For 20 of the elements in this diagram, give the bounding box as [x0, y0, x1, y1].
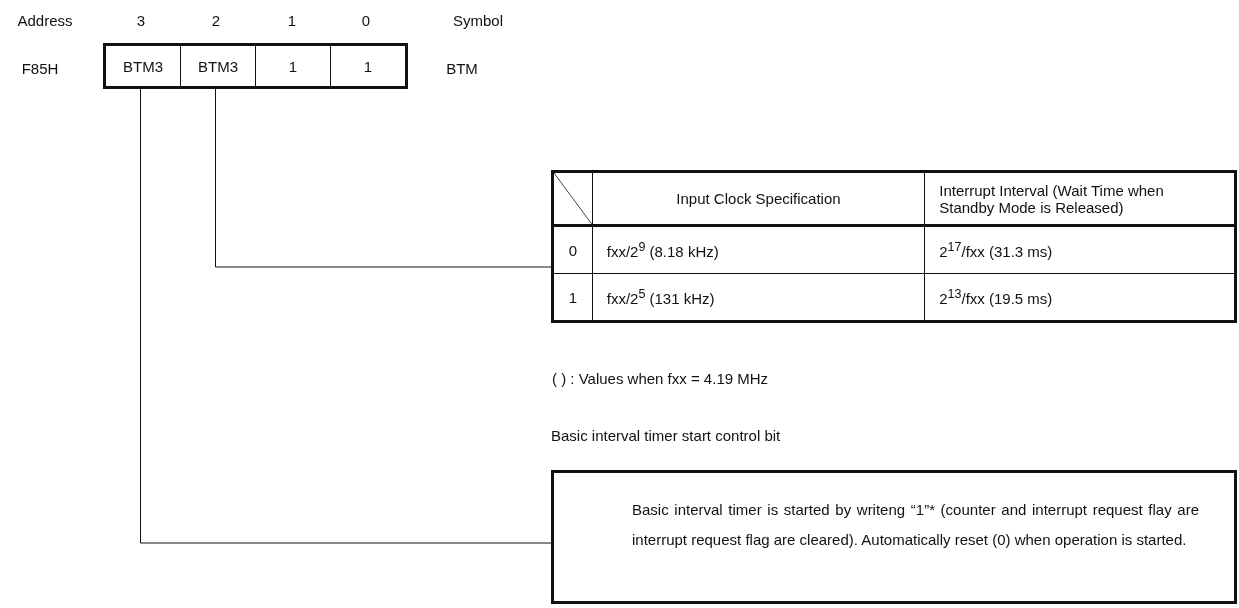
symbol-header: Symbol	[453, 12, 503, 29]
bit-field: BTM3	[181, 46, 256, 86]
register-symbol: BTM	[446, 60, 478, 77]
bit-number: 2	[211, 12, 221, 29]
bit-field: BTM3	[106, 46, 181, 86]
footnote: ( ) : Values when fxx = 4.19 MHz	[552, 370, 769, 387]
bit-field: 1	[256, 46, 331, 86]
register-table	[551, 170, 1237, 323]
description-box: Basic interval timer is started by writeng “1”* (counter and interrupt request flay are interrupt request flag are cleared). Automatically reset (0) when operation is started.	[551, 470, 1237, 604]
register-address: F85H	[21, 60, 59, 77]
table-cell: 0	[552, 225, 593, 274]
bit-number: 3	[136, 12, 146, 29]
bit-number: 0	[361, 12, 371, 29]
leader-line	[140, 88, 552, 544]
leader-line	[215, 88, 552, 268]
field-heading: Basic interval timer start control bit	[551, 427, 782, 444]
address-header: Address	[17, 12, 73, 29]
bit-field: 1	[331, 46, 405, 86]
bit-number: 1	[287, 12, 297, 29]
table-cell: fxx/2$^{9}$ (8.18 kHz)	[592, 225, 925, 274]
